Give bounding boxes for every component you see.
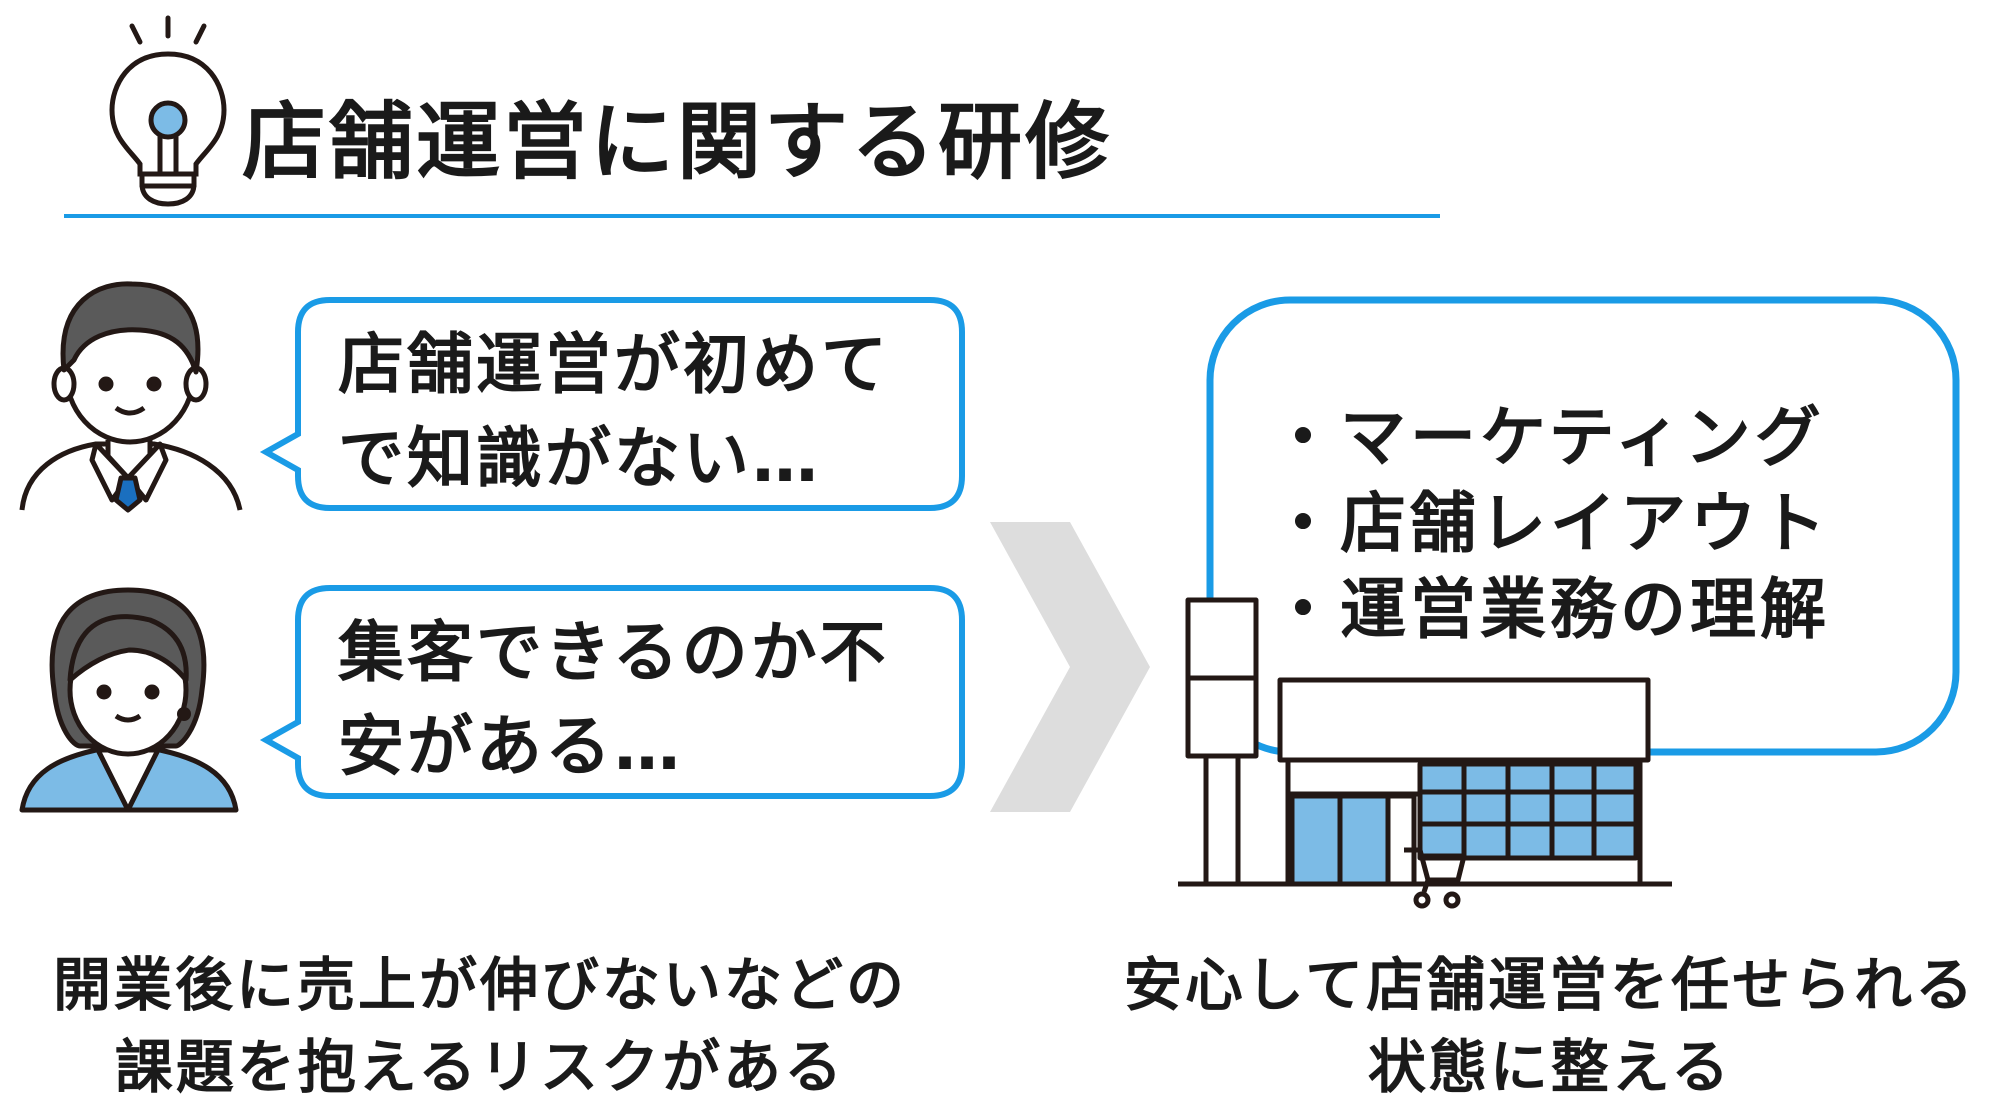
speech-bubble-1-text: 店舗運営が初めて で知識がない… bbox=[338, 318, 890, 506]
left-caption-line-1: 開業後に売上が伸びないなどの bbox=[52, 951, 907, 1019]
man-avatar bbox=[19, 281, 243, 513]
right-caption-line-2: 状態に整える bbox=[1367, 1033, 1733, 1101]
store-icon bbox=[1178, 597, 1672, 909]
page-title: 店舗運営に関する研修 bbox=[242, 93, 1113, 191]
list-item: ・運営業務の理解 bbox=[1270, 571, 1830, 648]
speech-2-line-2: 安がある… bbox=[338, 708, 683, 785]
chevron-right-icon bbox=[990, 522, 1150, 812]
left-caption-line-2: 課題を抱えるリスクがある bbox=[114, 1033, 846, 1101]
speech-bubble-2 bbox=[259, 585, 965, 799]
list-item: ・マーケティング bbox=[1270, 399, 1825, 476]
benefit-list: ・マーケティング ・店舗レイアウト ・運営業務の理解 bbox=[1270, 395, 1830, 653]
left-caption: 開業後に売上が伸びないなどの 課題を抱えるリスクがある bbox=[30, 944, 930, 1108]
right-caption-line-1: 安心して店舗運営を任せられる bbox=[1123, 951, 1977, 1019]
speech-1-line-1: 店舗運営が初めて bbox=[338, 326, 890, 403]
lightbulb-icon bbox=[109, 15, 227, 207]
speech-1-line-2: で知識がない… bbox=[338, 420, 821, 497]
list-item: ・店舗レイアウト bbox=[1270, 485, 1830, 562]
title-underline bbox=[64, 214, 1440, 218]
speech-bubble-1 bbox=[259, 297, 965, 511]
woman-avatar bbox=[19, 587, 239, 813]
speech-2-line-1: 集客できるのか不 bbox=[338, 614, 889, 691]
right-caption: 安心して店舗運営を任せられる 状態に整える bbox=[1100, 944, 1999, 1108]
speech-bubble-2-text: 集客できるのか不 安がある… bbox=[338, 606, 889, 794]
